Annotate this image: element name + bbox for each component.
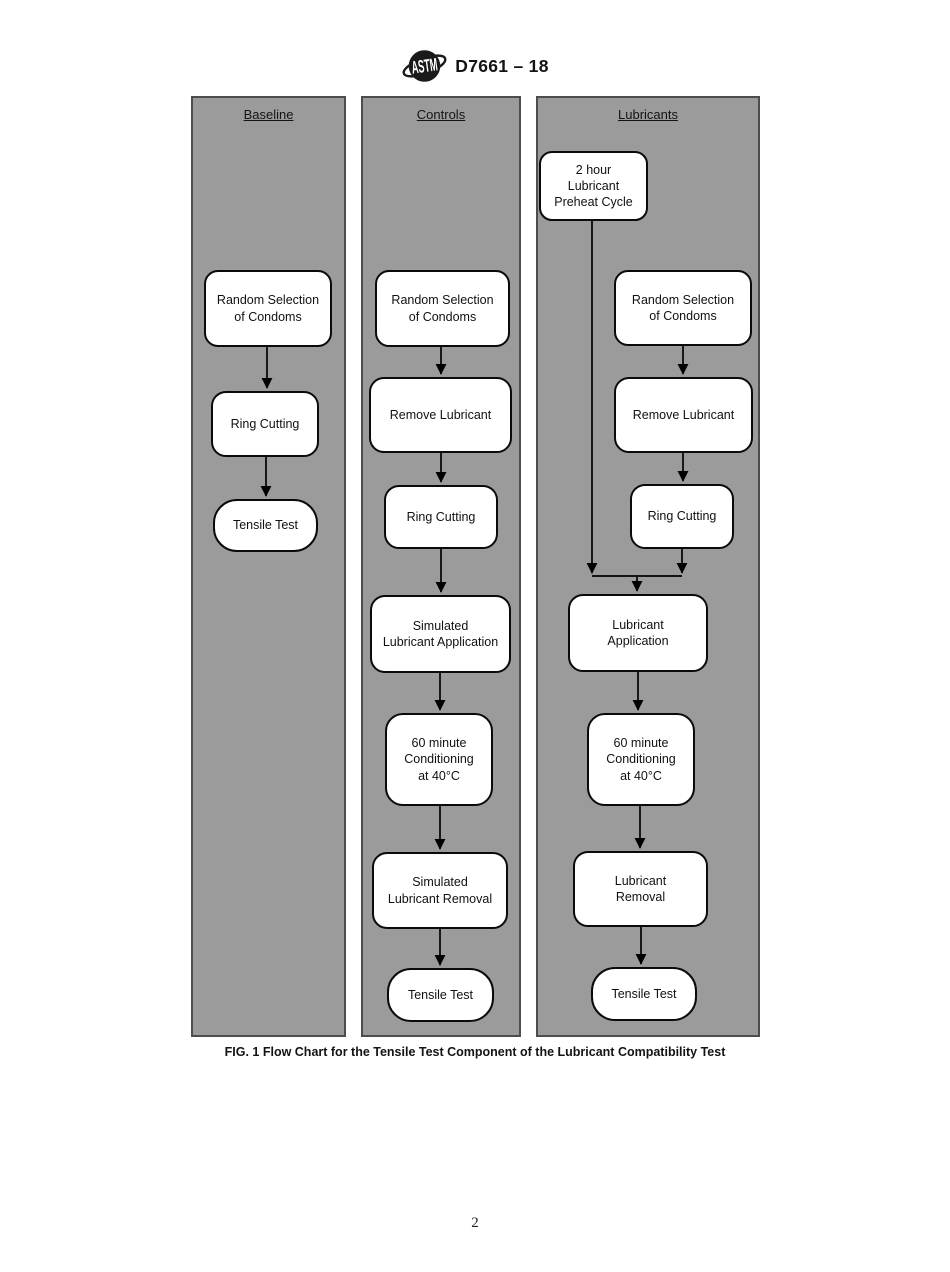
column-lubricants-title: Lubricants (618, 107, 678, 122)
figure-caption: FIG. 1 Flow Chart for the Tensile Test C… (224, 1045, 726, 1059)
page-number: 2 (471, 1215, 479, 1231)
box-lubricants-60-minute-conditioning: 60 minute Conditioning at 40°C (587, 713, 695, 806)
box-lubricants-2-hour-preheat-cycle: 2 hour Lubricant Preheat Cycle (539, 151, 648, 221)
box-controls-60-minute-conditioning: 60 minute Conditioning at 40°C (385, 713, 493, 806)
box-lubricants-tensile-test: Tensile Test (591, 967, 697, 1021)
astm-logo-icon: ASTM (402, 50, 447, 82)
box-baseline-ring-cutting: Ring Cutting (211, 391, 319, 457)
column-baseline: Baseline (191, 96, 346, 1037)
box-controls-simulated-lubricant-application: Simulated Lubricant Application (370, 595, 511, 673)
svg-text:ASTM: ASTM (410, 54, 439, 77)
doc-code: D7661 – 18 (455, 55, 549, 76)
box-controls-ring-cutting: Ring Cutting (384, 485, 498, 549)
box-lubricants-remove-lubricant: Remove Lubricant (614, 377, 753, 453)
box-lubricants-lubricant-application: Lubricant Application (568, 594, 708, 672)
box-controls-random-selection: Random Selection of Condoms (375, 270, 510, 347)
box-controls-remove-lubricant: Remove Lubricant (369, 377, 512, 453)
box-lubricants-lubricant-removal: Lubricant Removal (573, 851, 708, 927)
box-controls-simulated-lubricant-removal: Simulated Lubricant Removal (372, 852, 508, 929)
box-lubricants-random-selection: Random Selection of Condoms (614, 270, 752, 346)
column-controls-title: Controls (416, 107, 466, 122)
box-lubricants-ring-cutting: Ring Cutting (630, 484, 734, 549)
box-baseline-random-selection: Random Selection of Condoms (204, 270, 332, 347)
column-baseline-title: Baseline (243, 107, 294, 122)
document-header: ASTM D7661 – 18 (0, 44, 950, 88)
box-controls-tensile-test: Tensile Test (387, 968, 494, 1022)
box-baseline-tensile-test: Tensile Test (213, 499, 318, 552)
